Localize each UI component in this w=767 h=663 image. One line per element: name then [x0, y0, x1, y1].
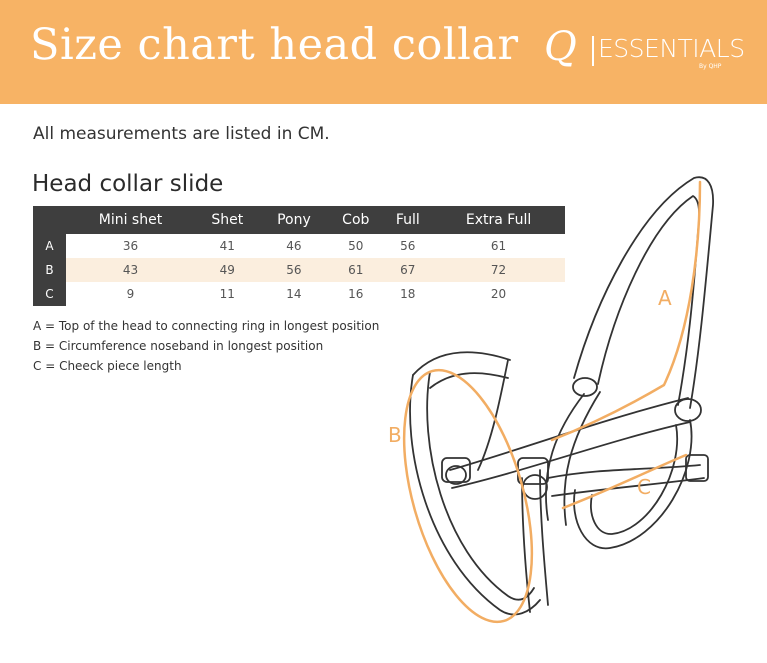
table-cell: 11: [219, 287, 235, 301]
header-banner: Size chart head collar Q ESSENTIALS By Q…: [0, 0, 767, 104]
header-cell: Extra Full: [432, 206, 565, 234]
noseband-top-inner: [429, 372, 509, 389]
label-a: A: [658, 286, 672, 310]
table-cell: 67: [383, 258, 433, 282]
guide-c: [561, 453, 688, 510]
table-cell: 36: [122, 239, 139, 253]
noseband-outer: [409, 374, 541, 616]
table-cell: 16: [348, 287, 364, 301]
noseband-ring: [445, 465, 467, 485]
table-row: A 36 41 46 50 56 61: [33, 234, 565, 258]
throat-strap-outer: [545, 393, 585, 521]
noseband-top: [412, 351, 511, 376]
table-cell: 46: [286, 239, 302, 253]
noseband-inner: [426, 371, 535, 601]
legend-item-a: A = Top of the head to connecting ring i…: [33, 319, 380, 333]
table-cell: 41: [219, 239, 235, 253]
nose-strap-c: [521, 477, 531, 613]
crown-ring-left: [572, 377, 598, 397]
table-cell: 20: [490, 287, 507, 301]
label-b: B: [388, 423, 402, 447]
table-cell: 49: [194, 258, 260, 282]
crown-strap-inner: [597, 195, 701, 406]
cheek-ring: [522, 474, 548, 500]
nose-strap-b: [539, 469, 549, 606]
cheek-strap-bottom: [451, 421, 691, 489]
table-row: C 9 11 14 16 18 20: [33, 282, 565, 306]
crown-ring-right: [674, 398, 702, 422]
table-cell: 9: [126, 287, 135, 301]
row-label: B: [33, 258, 66, 282]
noseband-buckle: [441, 457, 471, 483]
page-title: Size chart head collar: [30, 20, 519, 70]
jaw-loop-outer: [573, 419, 693, 550]
row-label: A: [33, 234, 66, 258]
table-row: B 43 49 56 61 67 72: [33, 258, 565, 282]
crown-strap-outer: [573, 176, 714, 409]
size-table: Mini shet Shet Pony Cob Full Extra Full …: [33, 206, 565, 306]
row-label: C: [33, 282, 66, 306]
table-cell: 56: [400, 239, 416, 253]
header-cell: [33, 206, 66, 234]
measurement-note: All measurements are listed in CM.: [33, 124, 330, 144]
throat-strap-inner: [563, 391, 601, 526]
header-cell: Full: [383, 206, 433, 234]
header-cell: Mini shet: [66, 206, 195, 234]
brand-logo-sub: By QHP: [699, 63, 722, 70]
label-c: C: [637, 475, 651, 499]
brand-logo: Q ESSENTIALS By QHP: [544, 24, 745, 80]
brand-logo-name: ESSENTIALS: [598, 34, 745, 63]
brand-logo-q: Q: [544, 24, 577, 70]
table-cell: 61: [328, 258, 384, 282]
size-table-header: Mini shet Shet Pony Cob Full Extra Full: [33, 206, 565, 234]
header-cell: Shet: [194, 206, 260, 234]
table-cell: 56: [259, 258, 329, 282]
measurement-guides: [402, 180, 702, 624]
table-cell: 14: [286, 287, 302, 301]
table-cell: 61: [490, 239, 507, 253]
brand-logo-divider: [592, 36, 594, 66]
legend-item-c: C = Cheeck piece length: [33, 359, 182, 373]
head-collar-outline: [409, 176, 714, 616]
table-cell: 72: [432, 258, 565, 282]
section-title: Head collar slide: [32, 171, 224, 197]
table-cell: 50: [348, 239, 364, 253]
guide-a: [550, 180, 702, 442]
measurement-legend: A = Top of the head to connecting ring i…: [33, 316, 379, 376]
jaw-loop-inner: [590, 424, 679, 535]
guide-b: [402, 368, 534, 624]
legend-item-b: B = Circumference noseband in longest po…: [33, 339, 324, 353]
table-cell: 18: [400, 287, 416, 301]
lower-strap-top: [547, 464, 701, 479]
table-cell: 43: [66, 258, 195, 282]
trigger-clip: [685, 454, 709, 482]
header-cell: Pony: [259, 206, 329, 234]
header-cell: Cob: [328, 206, 384, 234]
